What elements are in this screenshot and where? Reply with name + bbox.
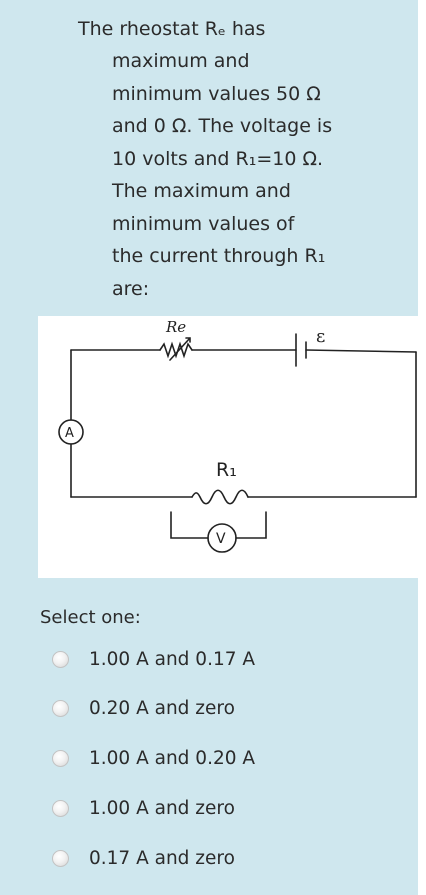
question-line: 10 volts and R₁=10 Ω. xyxy=(112,147,324,170)
wire-top-right xyxy=(305,349,417,353)
question-line: and 0 Ω. The voltage is xyxy=(112,115,333,137)
answer-option-label[interactable]: 1.00 A and 0.17 A xyxy=(89,648,256,670)
answer-option-label[interactable]: 0.20 A and zero xyxy=(89,697,235,719)
answer-option[interactable]: 1.00 A and 0.17 A xyxy=(52,644,255,674)
radio-button-icon[interactable] xyxy=(52,799,69,817)
radio-button-icon[interactable] xyxy=(52,650,69,668)
emf-label: ε xyxy=(316,326,325,347)
answer-option[interactable]: 1.00 A and zero xyxy=(52,793,235,823)
question-text: maximum and minimum values 50 Ω and 0 Ω.… xyxy=(112,45,412,305)
rheostat-label: Re xyxy=(165,318,186,336)
question-line: minimum values 50 Ω xyxy=(112,82,321,105)
radio-button-icon[interactable] xyxy=(52,749,69,767)
rheostat-icon xyxy=(159,341,193,359)
question-line: are: xyxy=(112,277,150,300)
question-line: minimum values of xyxy=(112,212,295,235)
resistor-label: R₁ xyxy=(216,459,237,481)
question-text-first-line: The rheostat Rₑ has xyxy=(78,13,408,46)
question-line: maximum and xyxy=(112,50,250,72)
rheostat-arrow-icon xyxy=(169,337,191,361)
ammeter-icon xyxy=(58,419,84,445)
answer-option[interactable]: 0.17 A and zero xyxy=(52,843,235,873)
radio-button-icon[interactable] xyxy=(52,849,69,867)
answer-option[interactable]: 0.20 A and zero xyxy=(52,693,235,723)
question-line: the current through R₁ xyxy=(112,245,326,267)
resistor-r1-icon xyxy=(191,489,249,505)
question-line: The rheostat Rₑ has xyxy=(78,18,266,40)
answer-option-label[interactable]: 1.00 A and 0.20 A xyxy=(89,747,256,769)
answer-option[interactable]: 1.00 A and 0.20 A xyxy=(52,743,255,773)
ammeter-label: A xyxy=(65,426,74,441)
answer-option-label[interactable]: 1.00 A and zero xyxy=(89,797,235,819)
select-one-label: Select one: xyxy=(40,607,141,628)
voltmeter-wire-right xyxy=(235,511,267,539)
answer-option-label[interactable]: 0.17 A and zero xyxy=(89,847,235,869)
circuit-diagram-svg: Re ε A R₁ V xyxy=(58,318,417,553)
voltmeter-label: V xyxy=(216,531,226,547)
radio-button-icon[interactable] xyxy=(52,699,69,717)
voltmeter-icon xyxy=(207,523,237,553)
circuit-diagram: Re ε A R₁ V xyxy=(38,316,426,578)
question-line: The maximum and xyxy=(112,180,291,202)
voltmeter-wire-left xyxy=(170,511,209,539)
